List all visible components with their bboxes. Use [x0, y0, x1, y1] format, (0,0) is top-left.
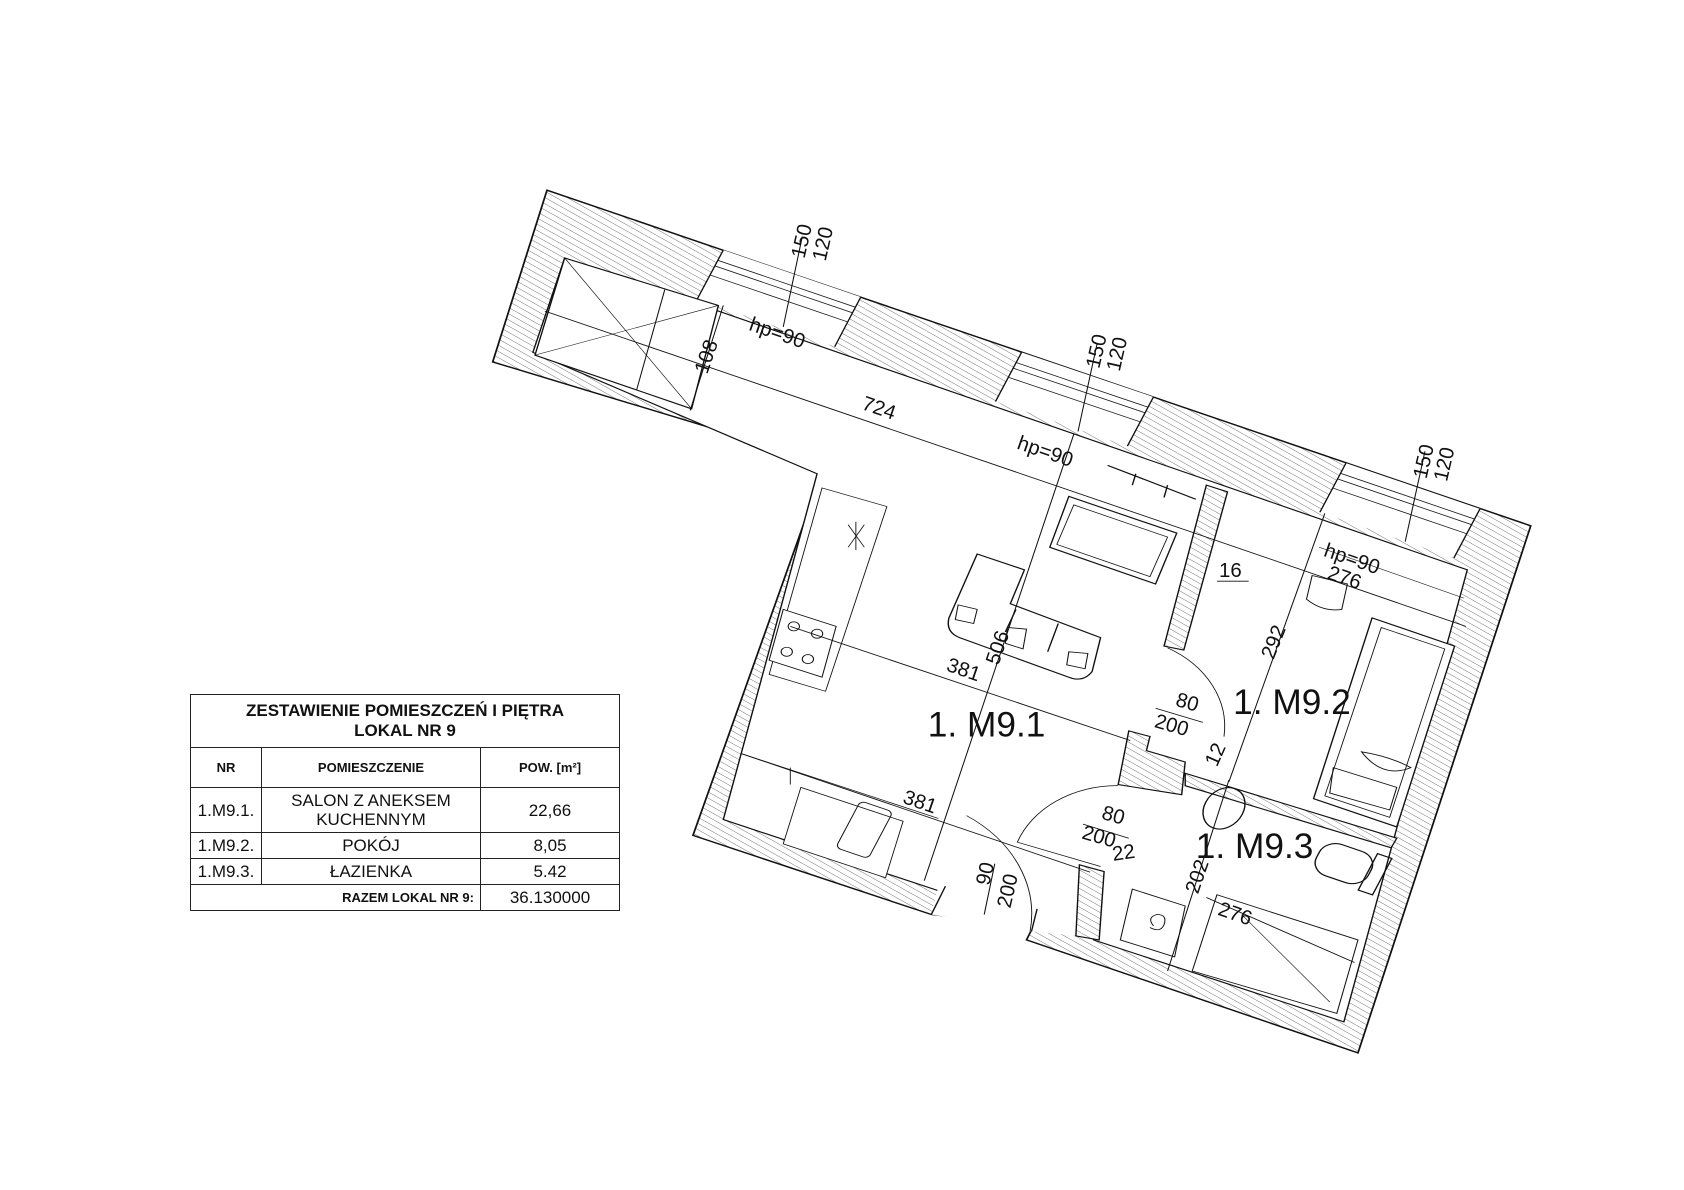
door-jamb: [1030, 908, 1038, 932]
total-value: 36.130000: [480, 884, 620, 911]
header-area: POW. [m²]: [480, 747, 620, 788]
sink: [836, 801, 892, 858]
entrance-door-opening: [931, 872, 1101, 938]
table-row: 1.M9.3. ŁAZIENKA 5.42: [190, 858, 620, 885]
dimension-lines: [544, 236, 1467, 972]
header-nr: NR: [190, 747, 262, 788]
row-nr: 1.M9.3.: [190, 858, 262, 885]
header-room: POMIESZCZENIE: [261, 747, 481, 788]
cushion: [954, 604, 1089, 670]
storage-wardrobe: [534, 257, 720, 410]
door-swing-entrance: [966, 815, 1033, 932]
total-label: RAZEM LOKAL NR 9:: [190, 884, 481, 911]
tv-unit: [1107, 464, 1197, 500]
shower: [1191, 894, 1359, 1014]
row-area: 22,66: [480, 787, 620, 833]
stove: [768, 608, 837, 678]
desk-chair: [1305, 546, 1464, 611]
door-swing-bathroom: [1016, 785, 1119, 867]
partition-wall-block: [1117, 730, 1186, 796]
toilet: [1314, 843, 1393, 896]
washing-machine: [1119, 888, 1186, 958]
door-3-width: 90: [972, 860, 1000, 887]
dim-16: 16: [1219, 559, 1242, 582]
room-label-m9-3: 1. M9.3: [1196, 827, 1314, 866]
row-room: ŁAZIENKA: [261, 858, 481, 885]
row-room-line1: SALON Z ANEKSEM: [291, 791, 451, 810]
bed: [1312, 617, 1456, 828]
dim-22: 22: [1111, 840, 1137, 866]
row-room: SALON Z ANEKSEM KUCHENNYM: [261, 787, 481, 833]
table-total-row: RAZEM LOKAL NR 9: 36.130000: [190, 884, 620, 911]
door-swing-living-bedroom: [1167, 647, 1226, 737]
partition-wall-living-bedroom: [1163, 484, 1229, 651]
table-title-line1: ZESTAWIENIE POMIESZCZEŃ I PIĘTRA: [246, 701, 564, 720]
row-room: POKÓJ: [261, 832, 481, 859]
room-summary-table: ZESTAWIENIE POMIESZCZEŃ I PIĘTRA LOKAL N…: [190, 694, 620, 911]
table-row: 1.M9.2. POKÓJ 8,05: [190, 832, 620, 859]
partition-wall-bathroom: [1184, 772, 1398, 849]
row-area: 5.42: [480, 858, 620, 885]
row-area: 8,05: [480, 832, 620, 859]
table-title-line2: LOKAL NR 9: [354, 721, 456, 740]
row-nr: 1.M9.1.: [190, 787, 262, 833]
window-2: [994, 352, 1155, 447]
room-label-m9-1: 1. M9.1: [928, 706, 1046, 745]
table-title: ZESTAWIENIE POMIESZCZEŃ I PIĘTRA LOKAL N…: [190, 694, 620, 748]
window-1: [696, 249, 862, 347]
table-header-row: NR POMIESZCZENIE POW. [m²]: [190, 747, 620, 788]
room-label-m9-2: 1. M9.2: [1233, 683, 1351, 722]
row-nr: 1.M9.2.: [190, 832, 262, 859]
door-jamb: [930, 886, 947, 915]
table: [1048, 495, 1178, 585]
window-3: [1319, 462, 1481, 559]
row-room-line2: KUCHENNYM: [316, 810, 426, 829]
partition-wall-bathroom-left: [1075, 863, 1105, 941]
table-row: 1.M9.1. SALON Z ANEKSEM KUCHENNYM 22,66: [190, 787, 620, 833]
